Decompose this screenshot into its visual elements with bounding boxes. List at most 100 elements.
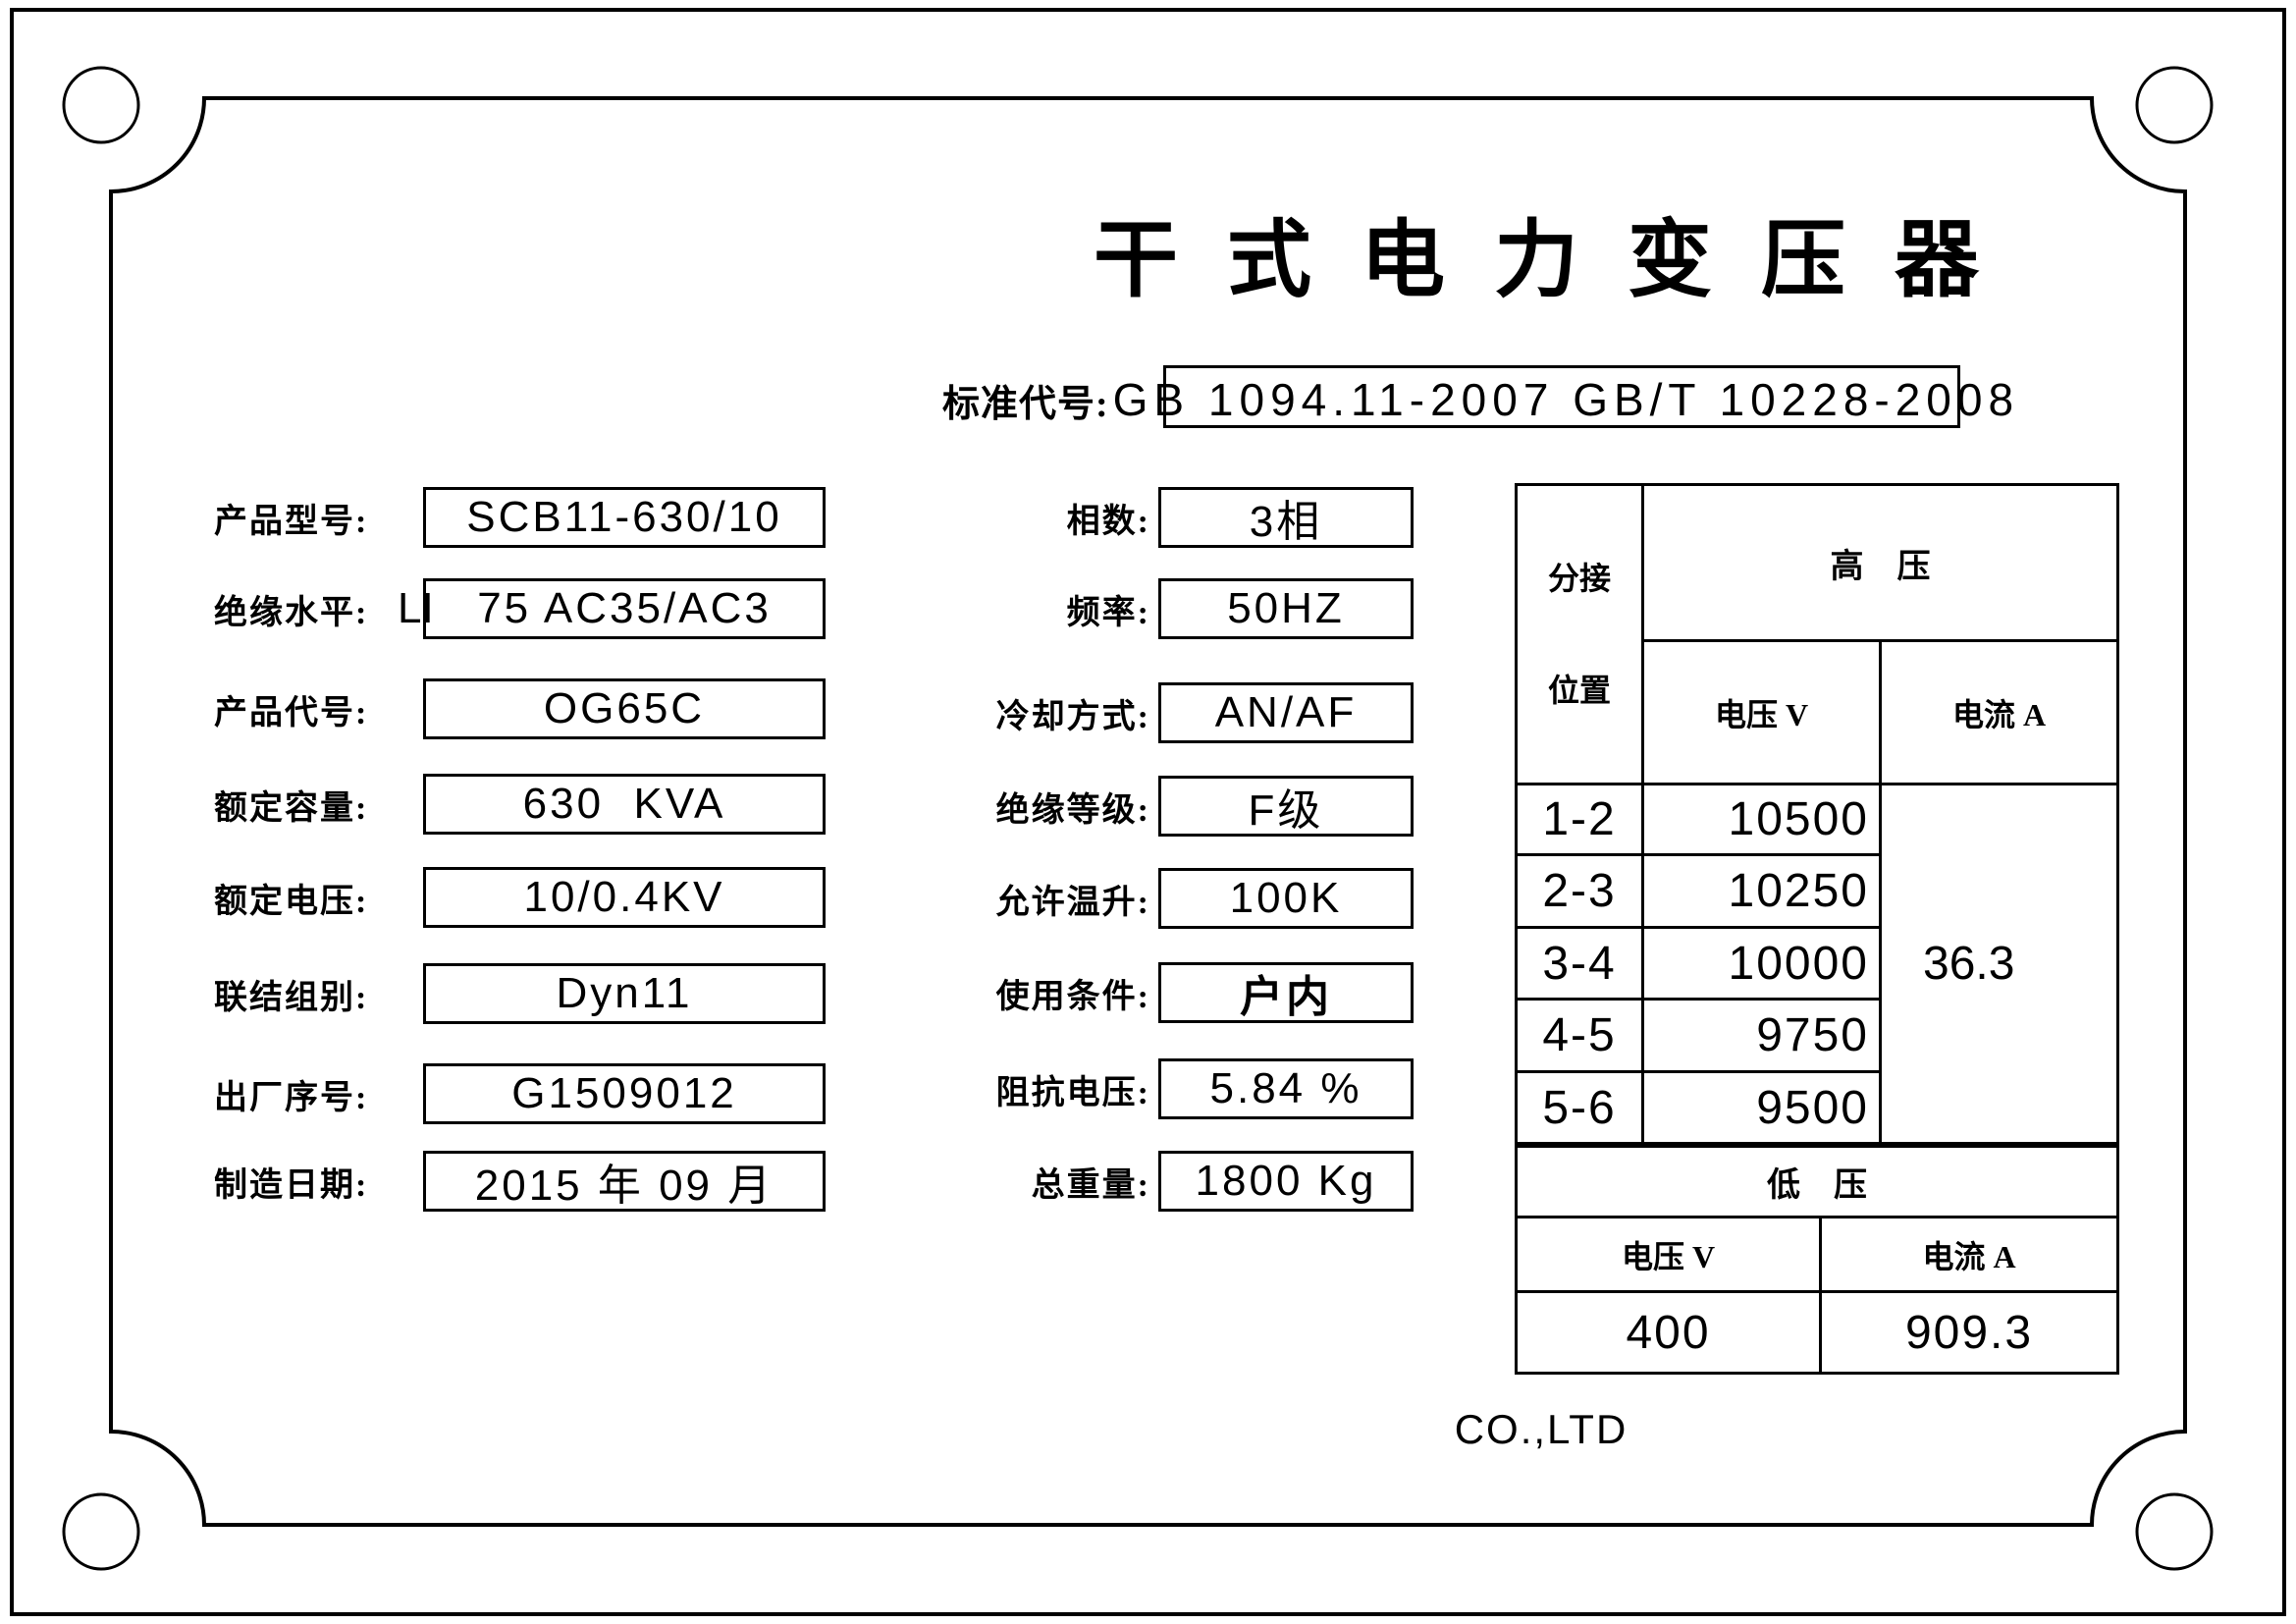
tap-header-line1: 分接 [1547,561,1611,596]
standard-code-label: 标准代号: [942,383,1109,425]
low-voltage-header: 低 压 [1515,1145,2119,1218]
lv-voltage-header: 电压 V [1515,1216,1822,1293]
tap-cell: 3-4 [1515,926,1644,1001]
field-value-box: Dyn11 [423,963,826,1024]
field-label: 产品代号: [214,694,369,731]
voltage-cell: 10250 [1641,853,1882,929]
screw-hole-icon [62,1492,140,1571]
field-value-box: G1509012 [423,1063,826,1124]
hv-current-value: 36.3 [1879,783,2119,1145]
field-label: 使用条件: [995,978,1150,1015]
field-value: 50HZ [1227,584,1345,632]
field-value: G1509012 [511,1069,737,1117]
field-row-total-weight: 总重量: 1800 Kg [864,1151,1414,1212]
field-value-box: 50HZ [1158,578,1414,639]
tap-cell: 1-2 [1515,783,1644,856]
field-label: 制造日期: [214,1166,369,1204]
lv-current-value: 909.3 [1819,1290,2119,1375]
field-value: F级 [1248,786,1324,835]
outer-border [10,8,2286,1616]
field-row-rated-voltage: 额定电压: 10/0.4KV [214,867,826,928]
field-value-box: 2015 年 09 月 [423,1151,826,1212]
field-label: 阻抗电压: [995,1074,1150,1111]
tap-voltage-table: 分接 位置 高 压 电压 V 电流 A 1-2 10500 36.3 2-3 1… [1515,482,2119,1375]
voltage-cell: 9750 [1641,998,1882,1073]
field-label: 允许温升: [995,884,1150,921]
table-row: 4-5 9750 [1515,998,2118,1073]
field-value: 户内 [1240,973,1332,1021]
field-row-impedance-voltage: 阻抗电压: 5.84 % [864,1058,1414,1119]
field-value-box: 户内 [1158,962,1414,1023]
field-row-product-model: 产品型号: SCB11-630/10 [214,487,826,548]
lv-current-header: 电流 A [1819,1216,2119,1293]
tap-position-header: 分接 位置 [1515,483,1644,785]
field-value-box: 10/0.4KV [423,867,826,928]
field-value: OG65C [543,684,706,732]
field-value-box: 630 KVA [423,774,826,835]
lv-voltage-value: 400 [1515,1290,1822,1375]
field-label: 产品型号: [214,503,369,540]
field-row-serial-number: 出厂序号: G1509012 [214,1063,826,1124]
field-row-phases: 相数: 3相 [864,487,1414,548]
field-label: 冷却方式: [995,698,1150,735]
screw-hole-icon [2135,66,2214,144]
field-row-temperature-rise: 允许温升: 100K [864,868,1414,929]
field-value: 1800 Kg [1195,1157,1377,1205]
field-row-service-conditions: 使用条件: 户内 [864,962,1414,1023]
field-row-frequency: 频率: 50HZ [864,578,1414,639]
high-voltage-header: 高 压 [1641,482,2119,643]
voltage-cell: 10500 [1641,783,1882,856]
table-row: 2-3 10250 [1515,853,2118,929]
field-label: 额定容量: [214,789,369,827]
field-value-box: AN/AF [1158,682,1414,743]
table-row: 400 909.3 [1515,1290,2119,1375]
field-label: 绝缘等级: [995,791,1150,829]
field-value: SCB11-630/10 [466,493,782,541]
field-row-product-code: 产品代号: OG65C [214,678,826,739]
field-value-box: 5.84 % [1158,1058,1414,1119]
field-value-box: 1800 Kg [1158,1151,1414,1212]
field-value: Dyn11 [556,969,693,1017]
field-value: 3相 [1249,498,1323,546]
tap-cell: 2-3 [1515,853,1644,929]
field-value: 2015 年 09 月 [474,1162,774,1210]
field-label: 出厂序号: [214,1079,369,1116]
standard-code-box [1163,365,1960,428]
tap-cell: 5-6 [1515,1070,1644,1145]
tap-header-line2: 位置 [1547,673,1611,708]
company-name: CO.,LTD [1454,1406,1629,1452]
inner-border [109,96,2187,1527]
field-label: 频率: [1066,594,1150,631]
hv-current-header: 电流 A [1879,639,2119,785]
field-label: 绝缘水平: [214,594,369,631]
high-voltage-table: 分接 位置 高 压 电压 V 电流 A 1-2 10500 36.3 2-3 1… [1515,482,2119,1145]
tap-cell: 4-5 [1515,998,1644,1073]
field-value-box: 3相 [1158,487,1414,548]
field-label: 总重量: [1031,1166,1150,1204]
standard-code-row: 标准代号: GB 1094.11-2007 GB/T 10228-2008 [942,369,2019,430]
field-row-manufacture-date: 制造日期: 2015 年 09 月 [214,1151,826,1212]
field-row-vector-group: 联结组别: Dyn11 [214,963,826,1024]
field-row-rated-capacity: 额定容量: 630 KVA [214,774,826,835]
field-value: 10/0.4KV [523,873,725,921]
field-row-insulation-class: 绝缘等级: F级 [864,776,1414,837]
table-row: 5-6 9500 [1515,1070,2118,1145]
field-value-box: 100K [1158,868,1414,929]
table-row: 1-2 10500 36.3 [1515,783,2119,1145]
plate-title: 干式电力变压器 [1094,213,2028,307]
screw-hole-icon [62,66,140,144]
voltage-cell: 10000 [1641,926,1882,1001]
field-value: 5.84 % [1209,1064,1362,1112]
standard-code-value: GB 1094.11-2007 GB/T 10228-2008 [1112,374,2020,425]
field-label: 联结组别: [214,979,369,1016]
hv-voltage-header: 电压 V [1641,639,1882,785]
field-value: 75 AC35/AC3 [477,584,772,632]
field-row-insulation-level: 绝缘水平: LI 75 AC35/AC3 [214,578,826,639]
field-label: 相数: [1066,503,1150,540]
field-value: AN/AF [1214,688,1358,736]
field-value-box: SCB11-630/10 [423,487,826,548]
field-value: 630 KVA [522,780,726,828]
low-voltage-table: 低 压 电压 V 电流 A 400 909.3 [1515,1145,2119,1375]
